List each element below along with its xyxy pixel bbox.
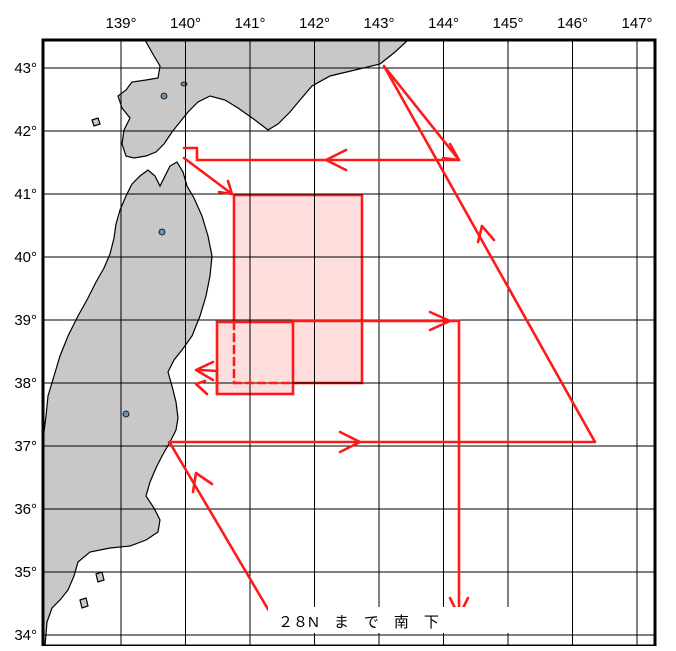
arrow-east-37 (338, 430, 362, 454)
route-segment-coastal-return (198, 368, 219, 396)
latitude-label: 42° (14, 123, 37, 140)
latitude-label: 43° (14, 60, 37, 77)
latitude-label: 41° (14, 186, 37, 203)
latitude-label: 36° (14, 501, 37, 518)
longitude-label: 143° (363, 15, 394, 32)
route-segment-east-arc (167, 64, 597, 444)
survey-area-sub (215, 320, 295, 396)
route-segment-south-approach (168, 441, 274, 618)
latitude-grid (43, 67, 655, 636)
longitude-label: 141° (234, 15, 265, 32)
route-annotation: ２８N ま で 南 下 (278, 614, 439, 631)
longitude-label: 147° (621, 15, 652, 32)
longitude-label: 140° (170, 15, 201, 32)
route-arrows (191, 142, 496, 618)
land-islet-c (79, 597, 89, 609)
longitude-label: 139° (105, 15, 136, 32)
latitude-label: 35° (14, 564, 37, 581)
lake-mark (160, 92, 168, 100)
annotation-background (268, 607, 518, 633)
latitude-label: 40° (14, 249, 37, 266)
arrow-return-coast (194, 360, 215, 382)
route-segment-diagonal (182, 156, 234, 196)
longitude-label: 145° (492, 15, 523, 32)
land-islet-b (95, 571, 105, 583)
longitude-label: 146° (557, 15, 588, 32)
arrow-into-147 (441, 142, 461, 162)
survey-area-group (215, 193, 364, 396)
arrow-east-39 (428, 310, 452, 332)
arrow-return-lower (194, 379, 209, 396)
latitude-label: 39° (14, 312, 37, 329)
land-honshu (43, 161, 213, 646)
arrow-north-diagonal (476, 224, 496, 244)
cruise-route (167, 64, 597, 618)
longitude-label: 144° (428, 15, 459, 32)
longitude-label: 142° (299, 15, 330, 32)
lake-mark (122, 410, 130, 418)
arrow-north-approach (191, 471, 214, 494)
lake-group (122, 81, 188, 418)
lake-mark (158, 228, 166, 236)
latitude-label: 38° (14, 375, 37, 392)
lake-mark (180, 81, 188, 87)
arrow-into-area (217, 179, 234, 196)
land-islet-a (91, 117, 101, 127)
land-group (43, 40, 409, 646)
latitude-labels: 43° 42° 41° 40° 39° 38° 37° 36° 35° 34° (14, 60, 37, 644)
arrow-west-41 (324, 148, 348, 172)
longitude-labels: 139°140°141°142°143°144°145°146°147°148°… (105, 15, 652, 32)
survey-area-main (232, 193, 364, 385)
latitude-label: 37° (14, 438, 37, 455)
latitude-label: 34° (14, 627, 37, 644)
